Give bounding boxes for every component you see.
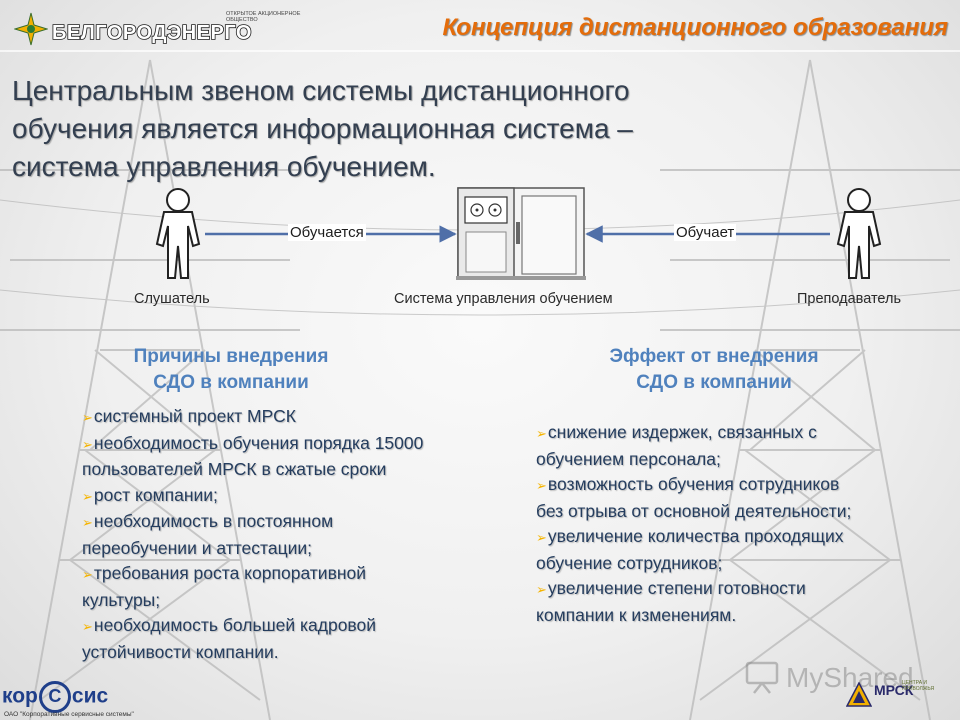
watermark-text: MyShared (786, 662, 914, 693)
effects-heading-line: Эффект от внедрения (609, 346, 819, 367)
logo-subtitle: ОТКРЫТОЕ АКЦИОНЕРНОЕ ОБЩЕСТВО (226, 11, 301, 23)
reasons-heading: Причины внедрения СДО в компании (76, 344, 386, 396)
item-line: устойчивости компании. (82, 641, 279, 662)
main-statement-line: Центральным звеном системы дистанционног… (12, 75, 630, 106)
effects-list: ➢снижение издержек, связанных с обучение… (536, 420, 946, 628)
item-line: рост компании; (93, 484, 218, 505)
item-line: переобучении и аттестации; (82, 537, 313, 558)
check-bullet-icon: ➢ (82, 567, 93, 582)
list-item: ➢требования роста корпоративной культуры… (82, 561, 522, 613)
list-item: ➢необходимость в постоянном переобучении… (82, 509, 522, 561)
belgorodenergo-logo: БЕЛГОРОДЭНЕРГО ОТКРЫТОЕ АКЦИОНЕРНОЕ ОБЩЕ… (14, 8, 300, 48)
item-line: необходимость большей кадровой (93, 615, 377, 635)
mrsk-subtitle: ЦЕНТРА И ПРИВОЛЖЬЯ (902, 680, 935, 692)
item-line: системный проект МРСК (93, 406, 296, 426)
learns-arrow-label: Обучается (288, 224, 366, 241)
item-line: необходимость в постоянном (93, 511, 334, 531)
check-bullet-icon: ➢ (536, 478, 547, 493)
reasons-heading-line: СДО в компании (153, 372, 309, 393)
item-line: увеличение степени готовности (547, 578, 806, 598)
lms-server-icon (456, 187, 586, 280)
check-bullet-icon: ➢ (536, 530, 547, 545)
item-line: пользователей МРСК в сжатые сроки (82, 459, 387, 479)
myshared-watermark: MyShared (744, 658, 924, 698)
check-bullet-icon: ➢ (82, 436, 93, 452)
logo-star-icon (14, 12, 48, 46)
list-item: ➢необходимость обучения порядка 15000 по… (82, 431, 522, 483)
list-item: ➢рост компании; (82, 483, 522, 510)
check-bullet-icon: ➢ (82, 410, 93, 425)
list-item: ➢возможность обучения сотрудников без от… (536, 472, 946, 524)
korsis-subtitle: ОАО "Корпоративные сервисные системы" (4, 711, 134, 718)
effects-heading-line: СДО в компании (636, 372, 792, 393)
teacher-label: Преподаватель (797, 291, 902, 307)
item-line: снижение издержек, связанных с (547, 422, 817, 442)
item-line: необходимость обучения порядка 15000 (93, 432, 424, 453)
korsis-left: кор (2, 684, 38, 708)
reasons-heading-line: Причины внедрения (133, 346, 329, 367)
item-line: обучением персонала; (536, 448, 721, 469)
reasons-list: ➢системный проект МРСК ➢необходимость об… (82, 404, 522, 665)
item-line: без отрыва от основной деятельности; (536, 500, 852, 521)
main-statement-line: обучения является информационная система… (12, 113, 633, 144)
logo-name: БЕЛГОРОДЭНЕРГО (51, 21, 252, 45)
list-item: ➢необходимость большей кадровой устойчив… (82, 613, 522, 665)
main-statement-line: система управления обучением. (12, 151, 436, 182)
korsis-right: сис (71, 684, 109, 708)
lms-label: Система управления обучением (394, 291, 613, 307)
list-item: ➢снижение издержек, связанных с обучение… (536, 420, 946, 472)
check-bullet-icon: ➢ (82, 488, 93, 504)
effects-heading: Эффект от внедрения СДО в компании (559, 344, 869, 396)
header-divider (0, 50, 960, 52)
item-line: возможность обучения сотрудников (547, 474, 840, 494)
main-statement: Центральным звеном системы дистанционног… (12, 72, 772, 186)
item-line: увеличение количества проходящих (547, 526, 844, 546)
teacher-person-icon (836, 188, 882, 279)
korsis-c-icon: С (38, 681, 71, 713)
header-title: Концепция дистанционного образования (442, 14, 948, 41)
check-bullet-icon: ➢ (536, 426, 547, 441)
mrsk-emblem-icon (846, 682, 872, 707)
presentation-board-icon (745, 661, 779, 694)
mrsk-wordmark: МРСК (874, 682, 914, 698)
list-item: ➢системный проект МРСК (82, 404, 522, 431)
check-bullet-icon: ➢ (82, 619, 93, 634)
mrsk-logo: МРСК ЦЕНТРА И ПРИВОЛЖЬЯ (846, 678, 956, 714)
listener-person-icon (155, 188, 201, 279)
item-line: культуры; (82, 589, 161, 610)
teaches-arrow-label: Обучает (674, 224, 737, 241)
item-line: требования роста корпоративной (93, 563, 367, 583)
list-item: ➢увеличение количества проходящих обучен… (536, 524, 946, 576)
check-bullet-icon: ➢ (82, 515, 93, 530)
item-line: компании к изменениям. (536, 604, 737, 625)
list-item: ➢увеличение степени готовности компании … (536, 576, 946, 628)
item-line: обучение сотрудников; (536, 552, 723, 573)
check-bullet-icon: ➢ (536, 582, 547, 597)
listener-label: Слушатель (134, 291, 210, 307)
